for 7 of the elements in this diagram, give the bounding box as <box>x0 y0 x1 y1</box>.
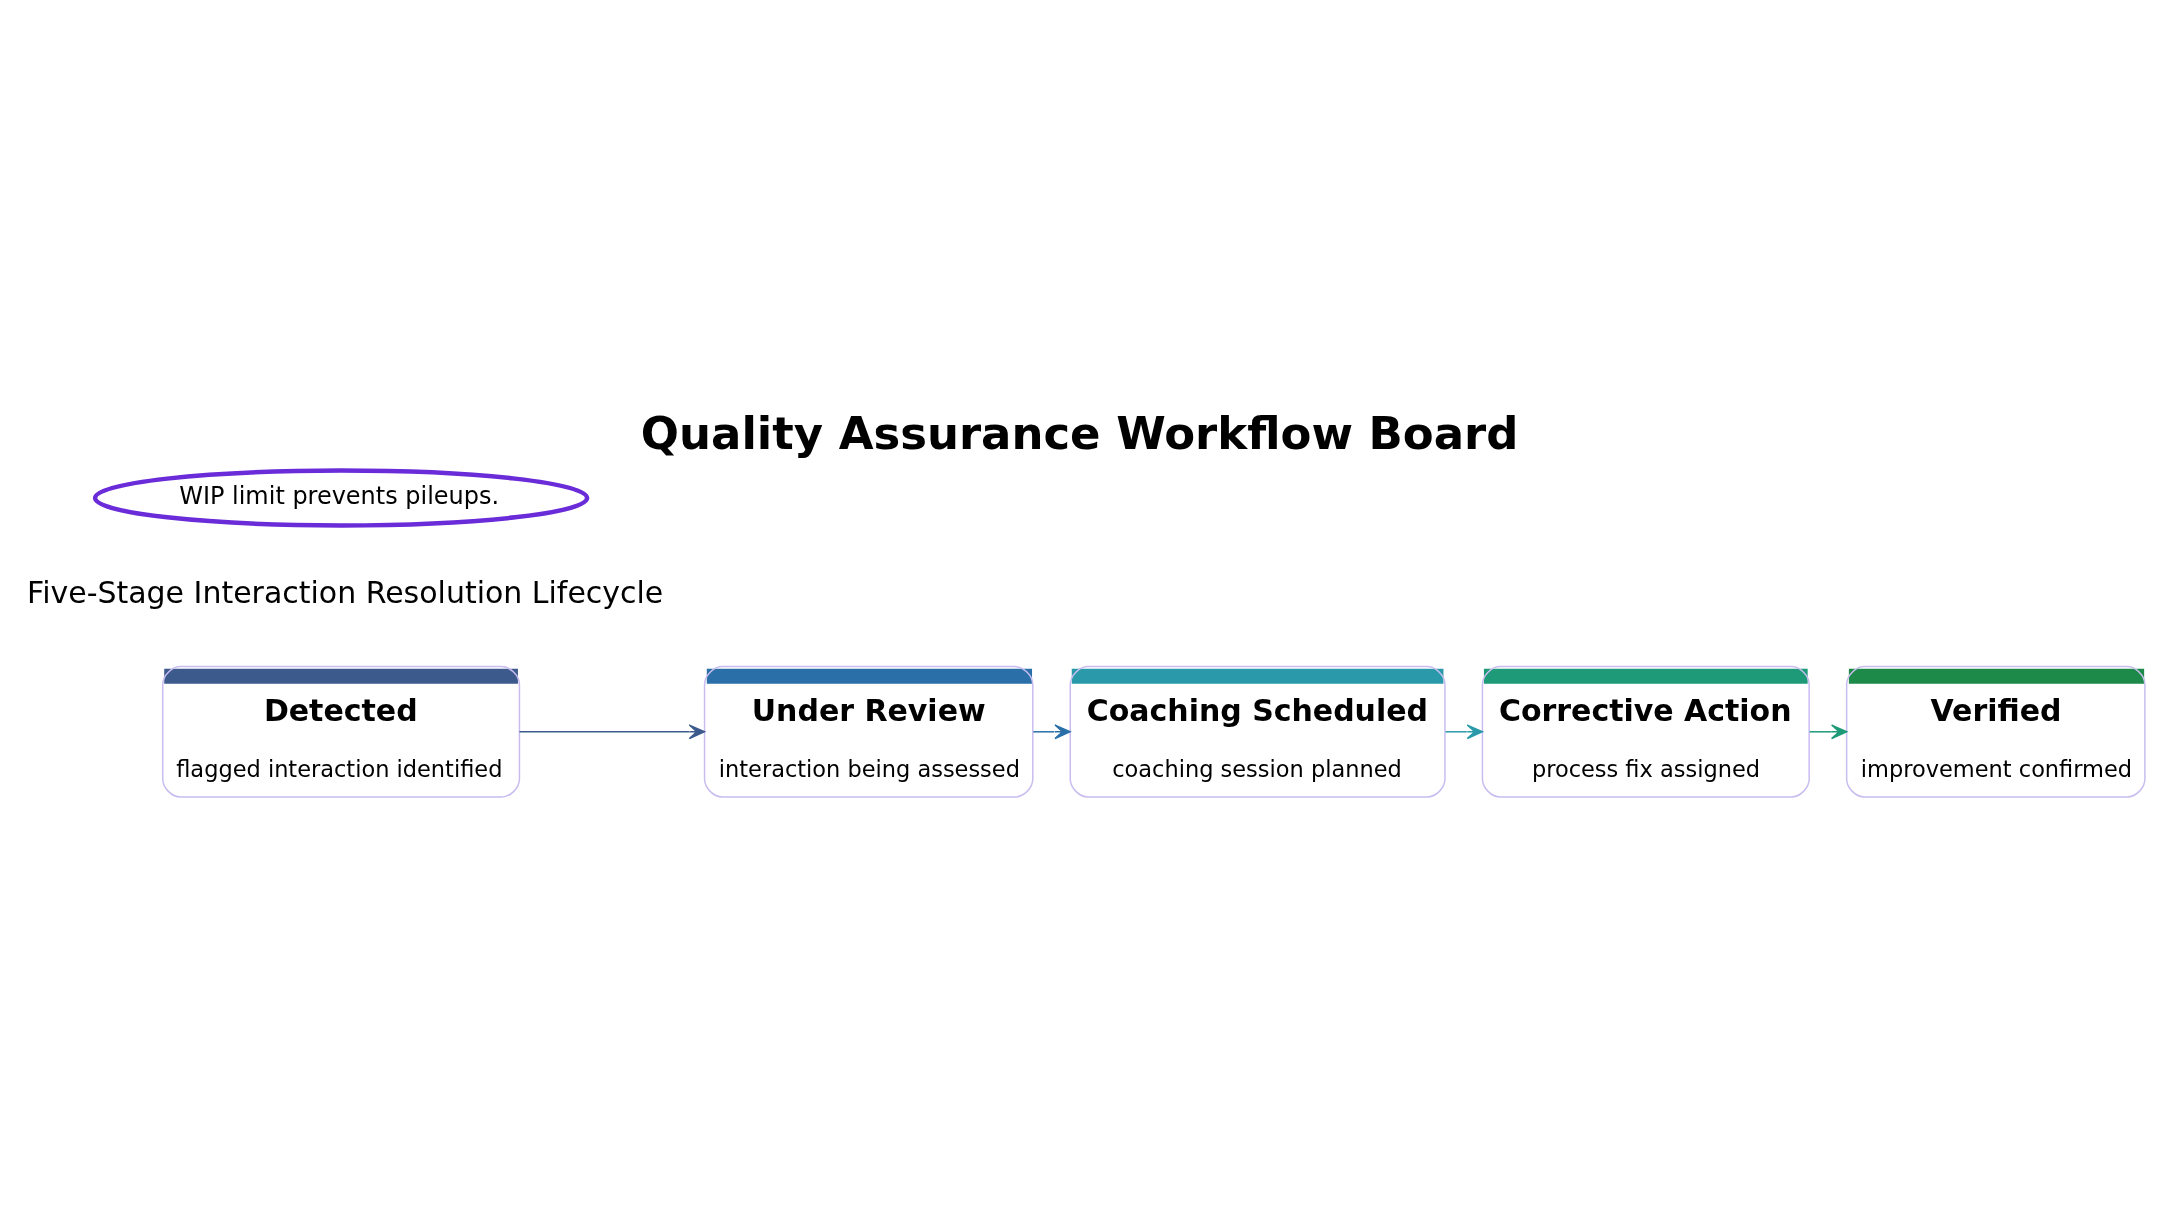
arrow <box>1444 724 1483 740</box>
label: Five-Stage Interaction Resolution Lifecycle <box>27 574 664 610</box>
node-ellipse: WIP limit prevents pileups. <box>92 468 590 528</box>
diagram-title: Quality Assurance Workflow Board <box>640 407 1519 461</box>
arrow <box>518 724 706 740</box>
arrow <box>1032 724 1071 740</box>
arrow <box>1808 724 1848 740</box>
